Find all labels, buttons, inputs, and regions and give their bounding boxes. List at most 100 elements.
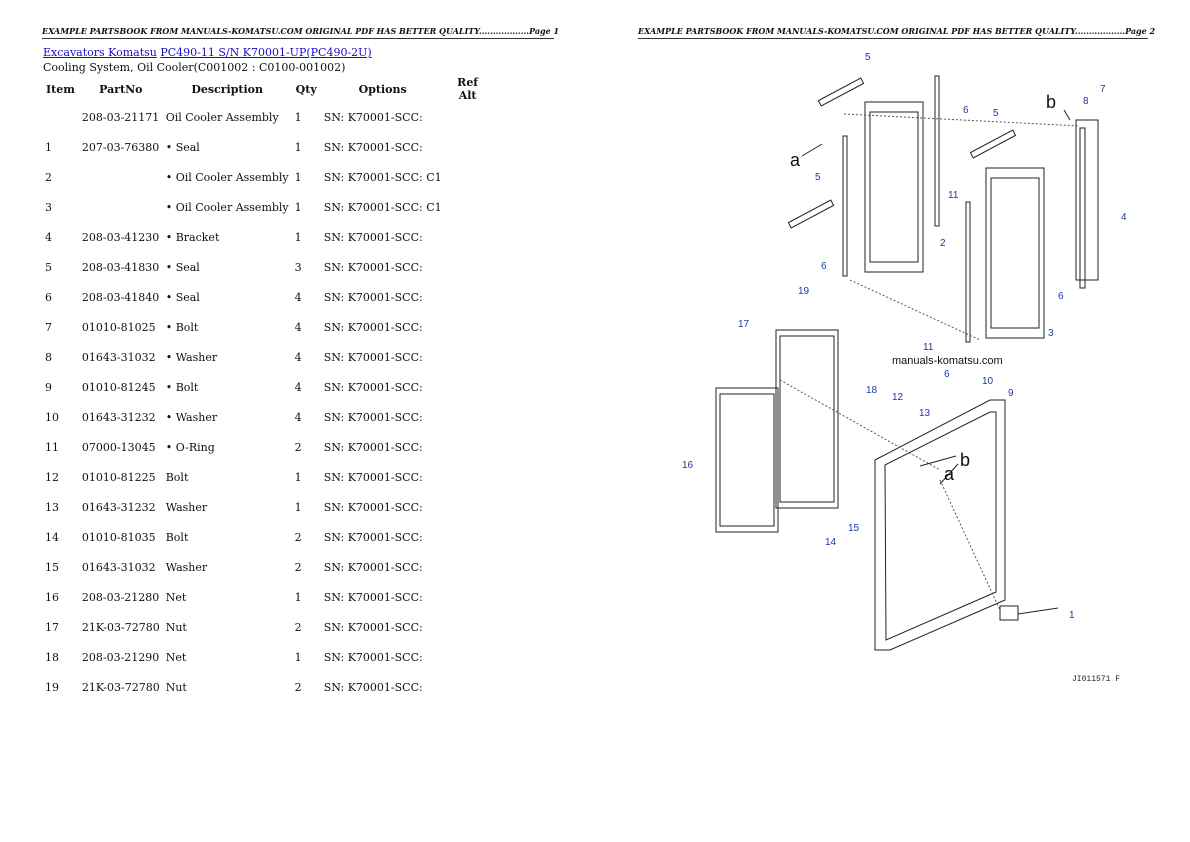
ref-alt-cell [445, 102, 491, 132]
options-cell: SN: K70001-SCC: C1 [323, 170, 442, 184]
options-cell: SN: K70001-SCC: [323, 410, 423, 424]
options-cell: SN: K70001-SCC: [323, 500, 423, 514]
bracket-4 [1075, 119, 1099, 281]
description-cell: • O-Ring [165, 440, 215, 454]
description-cell: • Bolt [165, 380, 199, 394]
qty-cell: 3 [294, 260, 302, 274]
callout-17: 17 [738, 319, 750, 330]
qty-cell: 4 [294, 320, 302, 334]
ref-alt-cell [445, 312, 491, 342]
callout-5-left: 5 [815, 172, 821, 183]
page-subtitle: Cooling System, Oil Cooler(C001002 : C01… [43, 61, 346, 74]
seal-strip-mid [969, 129, 1017, 159]
item-cell: 10 [45, 410, 59, 424]
qty-cell: 1 [294, 170, 302, 184]
options-cell: SN: K70001-SCC: [323, 260, 423, 274]
net-18 [775, 329, 839, 509]
net-16-inner [719, 393, 775, 527]
partno-cell: 208-03-41230 [81, 230, 160, 244]
description-cell: • Oil Cooler Assembly [165, 200, 289, 214]
partno-cell: 207-03-76380 [81, 140, 160, 154]
qty-cell: 2 [294, 680, 302, 694]
partno-cell: 07000-13045 [81, 440, 156, 454]
page-2-banner: EXAMPLE PARTSBOOK FROM MANUALS-KOMATSU.C… [638, 26, 1155, 39]
item-cell: 1 [45, 140, 52, 154]
breadcrumb-link-excavators[interactable]: Excavators Komatsu [43, 46, 157, 59]
qty-cell: 1 [294, 110, 302, 124]
callout-6-left: 6 [821, 261, 827, 272]
ref-alt-cell [445, 582, 491, 612]
diagram-watermark: manuals-komatsu.com [892, 355, 1003, 367]
options-cell: SN: K70001-SCC: [323, 680, 423, 694]
qty-cell: 2 [294, 620, 302, 634]
partno-cell: 208-03-41830 [81, 260, 160, 274]
callout-2: 2 [940, 238, 946, 249]
callout-9: 9 [1008, 388, 1014, 399]
callout-5-mid: 5 [993, 108, 999, 119]
item-cell: 4 [45, 230, 52, 244]
partno-cell: 01010-81025 [81, 320, 156, 334]
partno-cell: 01010-81035 [81, 530, 156, 544]
seal-vertical-3 [965, 201, 971, 343]
ref-alt-cell [445, 282, 491, 312]
qty-cell: 4 [294, 290, 302, 304]
guide-line-4 [939, 479, 1001, 611]
parts-table: Item PartNo Description Qty Options Ref … [42, 76, 491, 702]
drawing-code: JI011571 F [1072, 675, 1120, 684]
item-cell: 15 [45, 560, 59, 574]
exploded-parts-diagram: 5 6 5 7 8 b a 5 11 2 4 6 6 19 17 11 3 ma… [682, 52, 1127, 684]
qty-cell: 2 [294, 530, 302, 544]
description-cell: Net [165, 650, 187, 664]
callout-7: 7 [1100, 84, 1106, 95]
callout-6-bottom: 6 [944, 369, 950, 380]
options-cell: SN: K70001-SCC: [323, 440, 423, 454]
page-1-banner: EXAMPLE PARTSBOOK FROM MANUALS-KOMATSU.C… [42, 26, 559, 39]
description-cell: Washer [165, 500, 208, 514]
options-cell: SN: K70001-SCC: [323, 380, 423, 394]
description-cell: • Washer [165, 410, 218, 424]
ref-alt-cell [445, 342, 491, 372]
item-cell: 5 [45, 260, 52, 274]
breadcrumb-link-model[interactable]: PC490-11 S/N K70001-UP(PC490-2U) [160, 46, 372, 59]
description-cell: • Seal [165, 140, 200, 154]
partno-cell: 01010-81225 [81, 470, 156, 484]
item-cell: 13 [45, 500, 59, 514]
callout-19: 19 [798, 286, 810, 297]
seal-vertical-4 [1079, 127, 1086, 289]
ref-alt-cell [445, 432, 491, 462]
item-cell: 12 [45, 470, 59, 484]
partno-cell: 01643-31032 [81, 560, 156, 574]
ref-alt-cell [445, 672, 491, 702]
header-item: Item [46, 82, 75, 96]
description-cell: Oil Cooler Assembly [165, 110, 279, 124]
item-cell: 17 [45, 620, 59, 634]
qty-cell: 2 [294, 440, 302, 454]
options-cell: SN: K70001-SCC: [323, 230, 423, 244]
guide-line-1 [843, 113, 1081, 127]
description-cell: Bolt [165, 470, 189, 484]
breadcrumb: Excavators Komatsu PC490-11 S/N K70001-U… [43, 46, 372, 59]
options-cell: SN: K70001-SCC: [323, 590, 423, 604]
table-header-row: Item PartNo Description Qty Options Ref … [42, 76, 491, 102]
ref-alt-cell [445, 642, 491, 672]
options-cell: SN: K70001-SCC: [323, 320, 423, 334]
ref-letter-b-bottom: b [960, 450, 970, 470]
callout-10: 10 [982, 376, 994, 387]
arrow-a-bottom [939, 463, 959, 485]
callout-15: 15 [848, 523, 860, 534]
qty-cell: 4 [294, 410, 302, 424]
partno-cell: 21K-03-72780 [81, 620, 160, 634]
leader-1 [1017, 607, 1059, 615]
ref-alt-cell [445, 132, 491, 162]
seal-strip-left [787, 199, 835, 229]
oil-cooler-assembly-3 [985, 167, 1045, 339]
arrow-a-top [801, 143, 823, 157]
